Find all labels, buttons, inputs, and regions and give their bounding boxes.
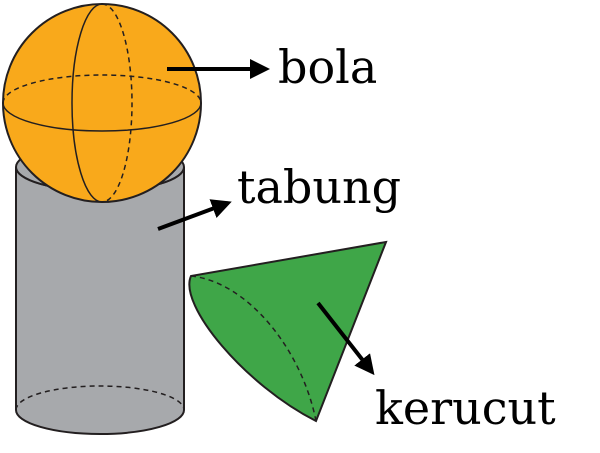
cone-shape — [188, 240, 388, 423]
sphere-shape — [2, 3, 202, 203]
sphere-label: bola — [278, 40, 378, 94]
cylinder-arrow — [157, 199, 232, 231]
cone-arrow — [316, 301, 375, 376]
cone-label: kerucut — [375, 381, 556, 435]
cone-body — [188, 240, 388, 423]
cylinder-body — [15, 166, 185, 435]
cylinder-bottom-hidden-edge — [15, 385, 185, 411]
cone-base-hidden-edge — [190, 275, 317, 422]
sphere-outline — [2, 3, 202, 203]
sphere-meridian-front — [71, 3, 103, 203]
sphere-meridian-back — [101, 3, 133, 203]
sphere-equator-front — [2, 102, 202, 132]
cylinder-label: tabung — [237, 160, 402, 214]
